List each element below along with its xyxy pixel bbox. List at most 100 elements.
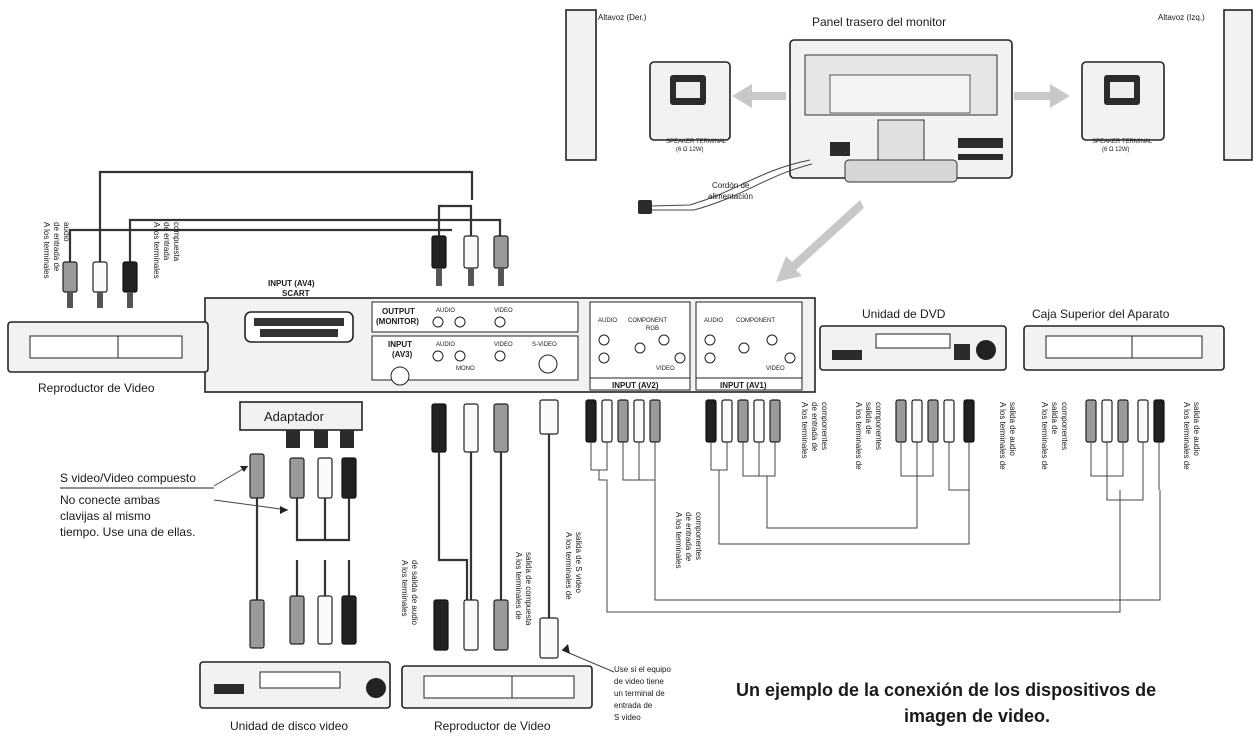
dvd-note-compout-2: salida de <box>864 402 873 435</box>
av2-video-label: VIDEO <box>656 366 675 372</box>
adapter-label: Adaptador <box>264 409 325 424</box>
vcr-left-note2-2: de entrada <box>162 222 171 261</box>
use-note-5: S video <box>614 713 641 722</box>
caption-line-1: Un ejemplo de la conexión de los disposi… <box>736 680 1156 700</box>
vcr-bottom: Reproductor de Video A los terminales de… <box>400 399 671 733</box>
scart-title-2: SCART <box>282 289 310 298</box>
power-cord: Cordón de alimentación <box>638 159 813 214</box>
speaker-left-label: Altavoz (Izq.) <box>1158 13 1205 22</box>
stb-label: Caja Superior del Aparato <box>1032 307 1170 321</box>
monitor-back: Panel trasero del monitor <box>789 15 1013 183</box>
arrow-to-speaker-left <box>1014 84 1070 108</box>
svideo-note: S video/Video compuesto No conecte ambas… <box>60 465 289 539</box>
av1-jack-5[interactable] <box>784 352 796 364</box>
dvd-note-compout-3: componentes <box>874 402 883 450</box>
av2-note-3: componentes <box>694 512 703 560</box>
output-video-label: VIDEO <box>494 308 513 314</box>
av2-panel-label: INPUT (AV2) <box>612 381 659 390</box>
av1-video-label: VIDEO <box>766 366 785 372</box>
av2-audio-label: AUDIO <box>598 318 617 324</box>
vcr-bottom-note-comp-2: salida de compuesta <box>524 552 533 626</box>
vcr-left-note2-3: compuesta <box>172 222 181 262</box>
av1-jack-1[interactable] <box>704 334 716 346</box>
av1-audio-label: AUDIO <box>704 318 723 324</box>
speaker-right-label: Altavoz (Der.) <box>598 13 647 22</box>
av2-jack-3[interactable] <box>634 342 646 354</box>
av2-jack-5[interactable] <box>674 352 686 364</box>
dvd-bottom: Unidad de disco video <box>199 661 391 733</box>
av2-note-1: A los terminales <box>674 512 683 568</box>
av1-jack-3[interactable] <box>738 342 750 354</box>
stb-note-compout-1: A los terminales de <box>1040 402 1049 470</box>
av3-label-2: (AV3) <box>392 350 413 359</box>
av3-svideo-jack[interactable] <box>538 354 558 374</box>
av3-audio-label: AUDIO <box>436 342 455 348</box>
vcr-bottom-label: Reproductor de Video <box>434 719 551 733</box>
av1-jack-2[interactable] <box>704 352 716 364</box>
output-audio-l-jack[interactable] <box>454 316 466 328</box>
av1-jack-4[interactable] <box>766 334 778 346</box>
dvd-note-compin-2: de entrada de <box>810 402 819 452</box>
speaker-right: Altavoz (Der.) SPEAKER TERMINAL (6 Ω 12W… <box>565 9 731 161</box>
use-note-3: un terminal de <box>614 689 665 698</box>
output-plugs <box>431 204 509 286</box>
dvd-note-audio-2: salida de audio <box>1008 402 1017 456</box>
av3-video-label: VIDEO <box>494 342 513 348</box>
monitor-back-label: Panel trasero del monitor <box>812 15 946 29</box>
vcr-bottom-note-audio-2: de salida de audio <box>410 560 419 625</box>
av2-note-2: de entrada de <box>684 512 693 562</box>
arrow-to-speaker-right <box>732 84 786 108</box>
speaker-terminal-label-left: SPEAKER TERMINAL <box>1092 139 1153 145</box>
vcr-left-note-1: A los terminales <box>42 222 51 278</box>
scart-port[interactable] <box>244 311 354 343</box>
av3-audio-r-jack[interactable] <box>432 350 444 362</box>
stb-note-audio-2: salida de audio <box>1192 402 1201 456</box>
arrow-to-panel <box>776 200 864 282</box>
dvd-unit: Unidad de DVD <box>819 307 1007 371</box>
connector-panel: INPUT (AV4) SCART OUTPUT (MONITOR) AUDIO… <box>204 279 816 393</box>
av2-component-label: COMPONENT <box>628 318 667 324</box>
caption-line-2: imagen de video. <box>904 706 1050 726</box>
dvd-note-audio-1: A los terminales de <box>998 402 1007 470</box>
vcr-bottom-note-sv-1: A los terminales de <box>564 532 573 600</box>
output-label-2: (MONITOR) <box>376 317 419 326</box>
svideo-note-title: S video/Video compuesto <box>60 471 196 485</box>
output-label-1: OUTPUT <box>382 307 415 316</box>
vcr-left-label: Reproductor de Video <box>38 381 155 395</box>
dvd-note-compin-1: A los terminales <box>800 402 809 458</box>
stb-unit: Caja Superior del Aparato A los terminal… <box>1023 307 1225 501</box>
vcr-left-note-3: audio <box>62 222 71 242</box>
dvd-note-compout-1: A los terminales de <box>854 402 863 470</box>
svideo-note-line-1: No conecte ambas <box>60 493 160 507</box>
av3-svideo-label: S-VIDEO <box>532 342 557 348</box>
av2-rgb-label: RGB <box>646 326 659 332</box>
output-video-jack[interactable] <box>494 316 506 328</box>
stb-note-compout-2: salida de <box>1050 402 1059 435</box>
speaker-left: Altavoz (Izq.) SPEAKER TERMINAL (6 Ω 12W… <box>1081 9 1253 161</box>
av3-audio-l-jack[interactable] <box>454 350 466 362</box>
av1-panel-label: INPUT (AV1) <box>720 381 767 390</box>
av2-jack-2[interactable] <box>598 352 610 364</box>
power-cord-label-1: Cordón de <box>712 181 750 190</box>
av3-label-1: INPUT <box>388 340 412 349</box>
speaker-terminal-sub-left: (6 Ω 12W) <box>1102 147 1130 153</box>
output-audio-r-jack[interactable] <box>432 316 444 328</box>
av3-mono-label: MONO <box>456 366 475 372</box>
av2-jack-1[interactable] <box>598 334 610 346</box>
vcr-bottom-note-audio-1: A los terminales <box>400 560 409 616</box>
stb-note-audio-1: A los terminales de <box>1182 402 1191 470</box>
speaker-terminal-label-right: SPEAKER TERMINAL <box>666 139 727 145</box>
av1-component-label: COMPONENT <box>736 318 775 324</box>
av3-video-jack[interactable] <box>494 350 506 362</box>
av1-cables: A los terminales de entrada de component… <box>705 399 1017 545</box>
adapter-block: Adaptador <box>239 401 363 649</box>
output-audio-label: AUDIO <box>436 308 455 314</box>
vcr-bottom-note-sv-2: salida de S video <box>574 532 583 593</box>
scart-title-1: INPUT (AV4) <box>268 279 315 288</box>
dvd-bottom-label: Unidad de disco video <box>230 719 348 733</box>
svideo-note-line-3: tiempo. Use una de ellas. <box>60 525 195 539</box>
av2-jack-4[interactable] <box>658 334 670 346</box>
av2-cables: A los terminales de entrada de component… <box>585 399 1161 613</box>
use-note-2: de video tiene <box>614 677 664 686</box>
